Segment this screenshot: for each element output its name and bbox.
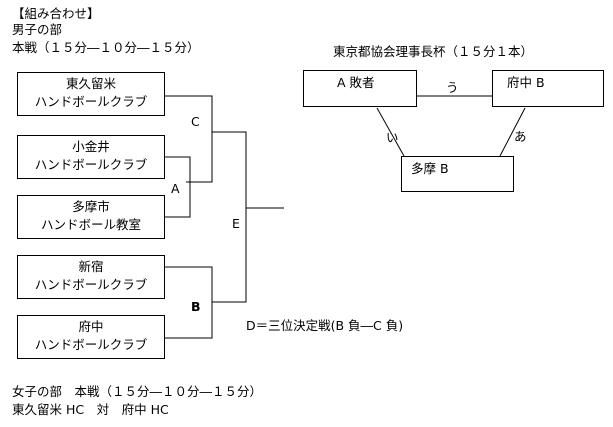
- cup-edge-right: [499, 107, 526, 157]
- women-format: 女子の部 本戦（１５分―１０分―１５分）: [12, 384, 263, 399]
- match-label-c: C: [191, 114, 200, 129]
- team-subname: ハンドボールクラブ: [34, 94, 148, 109]
- cup-node-label: 多摩 B: [411, 161, 449, 176]
- team-box-koganei: 小金井 ハンドボールクラブ: [17, 135, 165, 179]
- cup-title: 東京都協会理事長杯（１５分１本）: [333, 44, 534, 59]
- team-name: 小金井: [72, 139, 110, 154]
- team-name: 新宿: [78, 259, 104, 274]
- format-label: 本戦（１５分―１０分―１５分）: [12, 40, 200, 55]
- match-label-a: A: [171, 181, 180, 196]
- team-subname: ハンドボールクラブ: [34, 277, 148, 292]
- connector-e: [212, 131, 247, 303]
- cup-node-label: 府中 B: [507, 75, 545, 90]
- connector-b: [165, 266, 213, 339]
- team-subname: ハンドボールクラブ: [34, 337, 148, 352]
- team-box-tama: 多摩市 ハンドボール教室: [17, 195, 165, 239]
- team-box-higashikurume: 東久留米 ハンドボールクラブ: [17, 72, 165, 116]
- cup-node-tama-b: 多摩 B: [401, 156, 514, 192]
- match-label-e: E: [232, 216, 240, 231]
- connector-c: [165, 95, 213, 183]
- cup-edge-label-a: あ: [514, 129, 527, 144]
- cup-node-label: A 敗者: [337, 75, 375, 90]
- team-box-fuchu: 府中 ハンドボールクラブ: [17, 315, 165, 359]
- cup-node-a-loser: A 敗者: [303, 70, 417, 107]
- team-subname: ハンドボールクラブ: [34, 157, 148, 172]
- team-name: 府中: [78, 319, 104, 334]
- women-match: 東久留米 HC 対 府中 HC: [12, 402, 169, 417]
- team-box-shinjuku: 新宿 ハンドボールクラブ: [17, 255, 165, 299]
- team-subname: ハンドボール教室: [40, 217, 141, 232]
- section-title: 【組み合わせ】: [12, 6, 100, 21]
- third-place-note: D＝三位決定戦(B 負―C 負): [246, 318, 404, 333]
- team-name: 多摩市: [72, 199, 110, 214]
- cup-edge-left: [376, 107, 405, 157]
- division-label: 男子の部: [12, 22, 63, 37]
- connector-a: [165, 156, 191, 218]
- team-name: 東久留米: [65, 76, 116, 91]
- cup-edge-label-i: い: [386, 130, 399, 145]
- cup-node-fuchu-b: 府中 B: [492, 70, 604, 107]
- match-label-b: B: [191, 299, 201, 314]
- cup-edge-label-u: う: [446, 80, 459, 95]
